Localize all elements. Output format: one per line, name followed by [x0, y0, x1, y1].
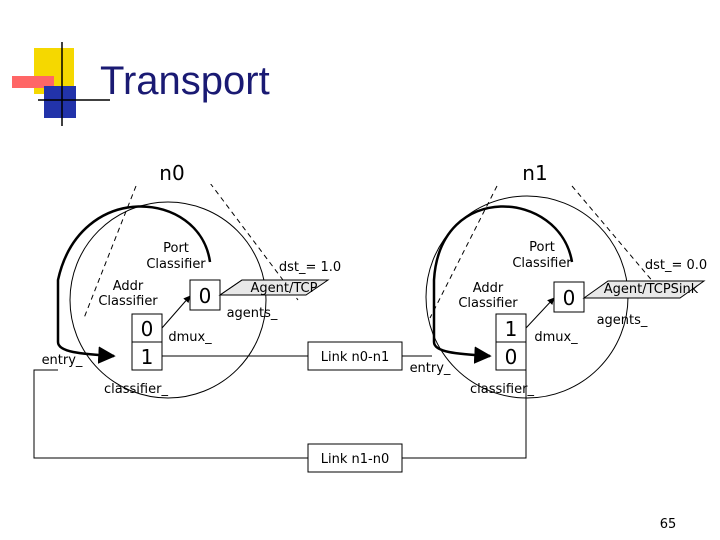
link-n1-n0-label: Link n1-n0 [321, 452, 389, 467]
n1-agents-label: agents_ [597, 313, 648, 328]
n0-entry-label: entry_ [42, 353, 83, 368]
n0-addr-slot-top: 0 [141, 317, 154, 341]
n0-loop-arrow [56, 205, 212, 364]
n0-port-slot: 0 [199, 284, 212, 308]
n1-port-classifier-label-1: Port [529, 240, 555, 255]
n1-port-slot: 0 [563, 286, 576, 310]
n1-port-classifier-label-2: Classifier [512, 256, 572, 271]
link-n1-n0-box [307, 443, 403, 473]
node-n1-label: n1 [522, 161, 547, 185]
n1-addr-slot-top: 1 [505, 317, 518, 341]
n1-agent-label: Agent/TCPSink [604, 282, 699, 297]
n0-addr-classifier-label-1: Addr [113, 279, 144, 294]
n0-port-classifier-box [189, 279, 221, 311]
n0-addr-to-port-arrow [161, 295, 191, 329]
zoom-lines [83, 182, 661, 319]
n0-classifier-label: classifier_ [104, 382, 168, 397]
n1-entry-label: entry_ [410, 361, 451, 376]
n0-dmux-label: dmux_ [168, 330, 212, 345]
n1-port-classifier-box [553, 281, 585, 313]
node-n0-circle [69, 201, 267, 399]
n1-addr-classifier-label-1: Addr [473, 281, 504, 296]
n1-loop-arrow [432, 205, 574, 364]
n0-addr-classifier-label-2: Classifier [98, 294, 158, 309]
n1-addr-slot-bottom: 0 [505, 345, 518, 369]
n0-agents-label: agents_ [227, 306, 278, 321]
node-n0-label: n0 [159, 161, 184, 185]
corner-logo [12, 42, 110, 126]
n1-addr-to-port-arrow [525, 297, 555, 329]
link-n0-n1-label: Link n0-n1 [321, 350, 389, 365]
n1-agent-shape [582, 280, 706, 299]
link-n0-n1-box [307, 341, 403, 371]
page-number: 65 [660, 517, 677, 532]
link-n1-n0-arrow [33, 369, 308, 459]
n1-dst-label: dst_= 0.0 [645, 258, 707, 273]
n0-agent-label: Agent/TCP [251, 281, 318, 296]
n0-dst-label: dst_= 1.0 [279, 260, 341, 275]
n1-addr-classifier-label-2: Classifier [458, 296, 518, 311]
n1-classifier-label: classifier_ [470, 382, 534, 397]
n0-addr-slot-bottom: 1 [141, 345, 154, 369]
n1-dmux-label: dmux_ [534, 330, 578, 345]
n0-port-classifier-label-2: Classifier [146, 257, 206, 272]
n0-port-classifier-label-1: Port [163, 241, 189, 256]
slide-title: Transport [100, 59, 270, 103]
